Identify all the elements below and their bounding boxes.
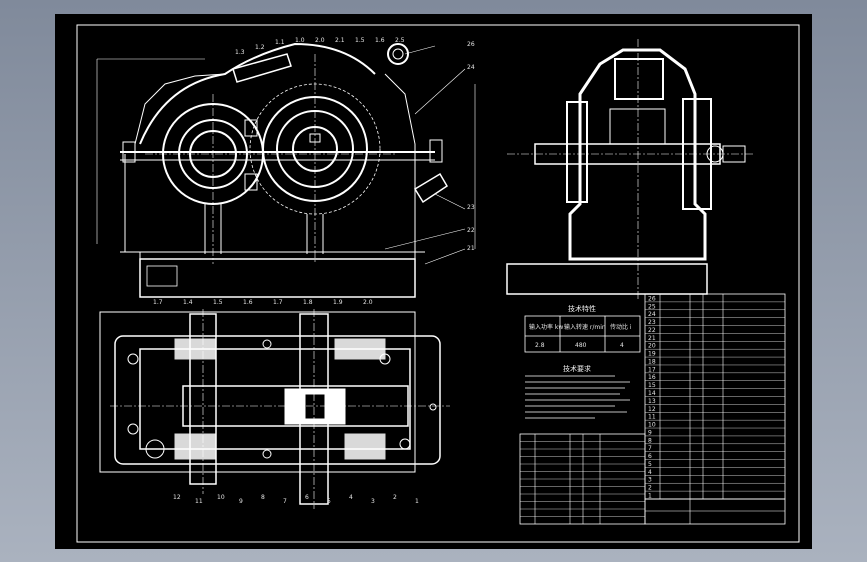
balloon-label: 2.0	[315, 37, 325, 44]
part-number: 10	[648, 422, 656, 429]
balloon-label: 2.0	[363, 299, 373, 306]
balloon-label: 10	[217, 494, 225, 501]
balloon-label: 3	[371, 498, 375, 505]
part-number: 6	[648, 453, 652, 460]
part-number: 24	[648, 311, 656, 318]
label-layer: 技术特性 输入功率 kw 输入转速 r/min 传动比 i 2.8 480 4 …	[153, 37, 656, 505]
part-number: 14	[648, 390, 656, 397]
part-number: 4	[648, 469, 652, 476]
balloon-label: 12	[173, 494, 181, 501]
part-number: 16	[648, 374, 656, 381]
balloon-label: 1.9	[333, 299, 343, 306]
part-number: 1	[648, 493, 652, 500]
top-view	[99, 309, 450, 509]
part-number: 20	[648, 343, 656, 350]
balloon-label: 6	[305, 494, 309, 501]
part-number: 25	[648, 303, 656, 310]
tech-value-ratio: 4	[620, 342, 624, 349]
part-number: 5	[648, 461, 652, 468]
balloon-label: 1.5	[355, 37, 365, 44]
drawing-border	[76, 24, 800, 543]
part-number: 23	[648, 319, 656, 326]
side-view	[506, 39, 755, 299]
balloon-label: 1.3	[235, 49, 245, 56]
tech-header-power: 输入功率 kw	[529, 323, 563, 331]
part-number: 13	[648, 398, 656, 405]
balloon-label: 2.1	[335, 37, 345, 44]
balloon-label: 1.8	[303, 299, 313, 306]
front-view	[96, 42, 476, 298]
balloon-label: 4	[349, 494, 353, 501]
balloon-label: 1.6	[243, 299, 253, 306]
notes-title: 技术要求	[563, 364, 591, 373]
balloon-label: 11	[195, 498, 203, 505]
balloon-label: 23	[467, 204, 475, 211]
balloon-label: 1.2	[255, 44, 265, 51]
gear-reducer-drawing	[76, 24, 800, 543]
part-number: 22	[648, 327, 656, 334]
part-number: 2	[648, 485, 652, 492]
balloon-label: 1.7	[153, 299, 163, 306]
part-number: 17	[648, 366, 656, 373]
part-number: 11	[648, 414, 656, 421]
balloon-label: 22	[467, 227, 475, 234]
balloon-label: 2	[393, 494, 397, 501]
balloon-label: 7	[283, 498, 287, 505]
notes-block	[525, 375, 630, 419]
balloon-label: 2.5	[395, 37, 405, 44]
balloon-label: 9	[239, 498, 243, 505]
balloon-label: 1.6	[375, 37, 385, 44]
tech-value-speed: 480	[575, 342, 587, 349]
parts-list	[519, 293, 786, 525]
balloon-label: 1.0	[295, 37, 305, 44]
balloon-label: 26	[467, 41, 475, 48]
leader-lines	[384, 45, 466, 265]
balloon-label: 1.4	[183, 299, 193, 306]
part-number: 7	[648, 445, 652, 452]
balloon-label: 1	[415, 498, 419, 505]
balloon-label: 1.7	[273, 299, 283, 306]
tech-header-speed: 输入转速 r/min	[564, 323, 606, 331]
part-number: 19	[648, 351, 656, 358]
tech-value-power: 2.8	[535, 342, 545, 349]
balloon-label: 1.1	[275, 39, 285, 46]
part-number: 15	[648, 382, 656, 389]
part-number: 8	[648, 437, 652, 444]
balloon-label: 21	[467, 245, 475, 252]
part-number: 26	[648, 295, 656, 302]
part-number: 3	[648, 477, 652, 484]
tech-header-ratio: 传动比 i	[610, 323, 632, 331]
part-number: 21	[648, 335, 656, 342]
tech-table	[524, 315, 641, 353]
balloon-label: 8	[261, 494, 265, 501]
drawing-sheet: 技术特性 输入功率 kw 输入转速 r/min 传动比 i 2.8 480 4 …	[55, 14, 812, 549]
part-number: 12	[648, 406, 656, 413]
balloon-label: 5	[327, 498, 331, 505]
balloon-label: 24	[467, 64, 475, 71]
balloon-label: 1.5	[213, 299, 223, 306]
tech-table-title: 技术特性	[568, 304, 596, 313]
part-number: 18	[648, 358, 656, 365]
part-number: 9	[648, 429, 652, 436]
